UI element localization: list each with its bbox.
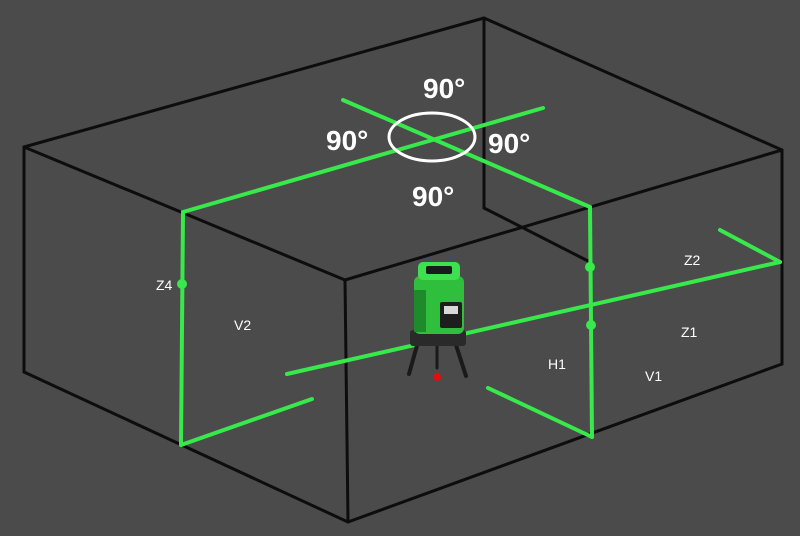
zone-label-v2: V2 xyxy=(234,317,251,333)
angle-labels: 90° 90° 90° 90° xyxy=(326,73,530,212)
front-top-edge xyxy=(22,145,784,282)
z1-marker-dot xyxy=(586,320,596,330)
zone-label-v1: V1 xyxy=(645,368,662,384)
floor-front-edge xyxy=(22,362,784,524)
zone-label-z1: Z1 xyxy=(681,324,698,340)
horizontal-level-line xyxy=(285,260,782,376)
left-wall-vertical-line xyxy=(179,210,185,447)
device-head-window xyxy=(426,266,452,274)
tripod-leg-right xyxy=(453,340,468,378)
room-wireframe xyxy=(22,16,784,524)
ceiling-back-edge xyxy=(22,16,784,152)
angle-label-right: 90° xyxy=(488,128,530,159)
right-wall-corner-line xyxy=(718,228,782,264)
z4-marker-dot xyxy=(177,279,187,289)
device-badge xyxy=(444,306,458,314)
zone-label-z4: Z4 xyxy=(156,277,173,293)
tripod-leg-left xyxy=(407,340,420,376)
z2-marker-dot xyxy=(585,262,595,272)
front-vertical-edge xyxy=(343,278,350,524)
plumb-dot xyxy=(433,373,441,381)
floor-line-right xyxy=(486,386,594,439)
device-side-panel xyxy=(414,290,426,332)
zone-label-h1: H1 xyxy=(548,356,566,372)
angle-label-bottom: 90° xyxy=(412,181,454,212)
right-angle-ellipse xyxy=(387,111,477,163)
zone-labels: Z4 V2 Z2 Z1 H1 V1 xyxy=(156,252,701,384)
laser-level-icon xyxy=(407,262,468,381)
floor-line-left xyxy=(179,397,314,447)
ceiling-cross-line-b xyxy=(181,106,545,214)
inner-diagonal-edge xyxy=(482,206,592,264)
ceiling-cross-line-a xyxy=(341,98,592,209)
angle-label-left: 90° xyxy=(326,125,368,156)
laser-lines xyxy=(177,98,782,447)
zone-label-z2: Z2 xyxy=(684,252,701,268)
angle-label-top: 90° xyxy=(423,73,465,104)
device-front-panel xyxy=(440,302,462,328)
